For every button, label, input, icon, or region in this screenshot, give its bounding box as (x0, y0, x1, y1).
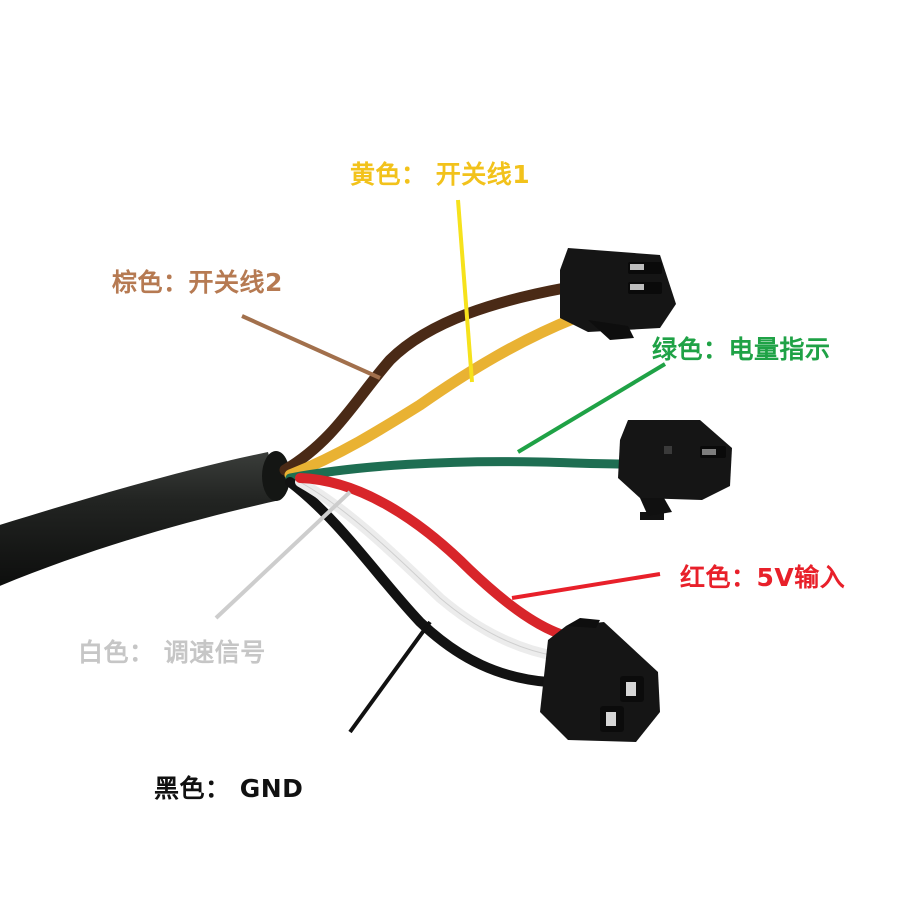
pointer-white (214, 490, 352, 620)
connector-middle (618, 420, 732, 520)
label-black-wire: 黑色： GND (154, 774, 304, 803)
label-green-wire: 绿色：电量指示 (652, 335, 831, 364)
wire-green (285, 457, 633, 483)
wire-brown (279, 282, 571, 476)
cable-end (262, 451, 290, 501)
pointer-red (511, 572, 661, 600)
pointer-black (348, 620, 432, 734)
label-white-wire: 白色： 调速信号 (78, 638, 266, 667)
main-cable (0, 452, 280, 586)
wire-red (295, 473, 571, 641)
connector-bottom (540, 618, 660, 742)
pointer-green (516, 362, 667, 454)
connector-top (560, 248, 676, 340)
label-yellow-wire: 黄色： 开关线1 (350, 160, 531, 189)
wire-black (285, 477, 553, 687)
label-red-wire: 红色：5V输入 (680, 563, 846, 592)
wire-white-outline (299, 481, 557, 657)
label-brown-wire: 棕色：开关线2 (112, 268, 283, 297)
pointer-brown (241, 314, 381, 380)
wire-yellow (284, 312, 581, 481)
pointer-yellow (456, 199, 474, 383)
